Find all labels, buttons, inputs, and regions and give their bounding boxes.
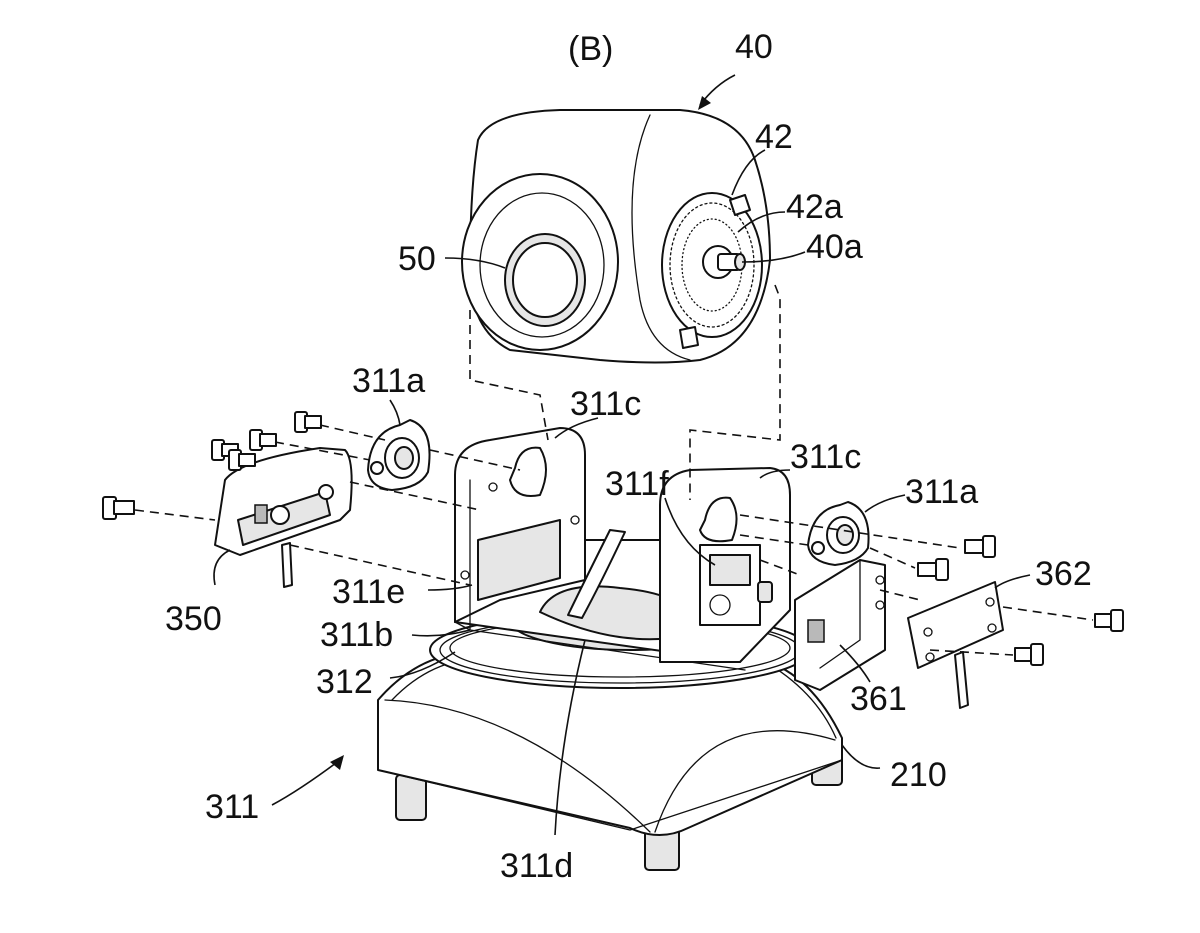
label-312: 312 bbox=[316, 663, 373, 701]
label-50: 50 bbox=[398, 240, 436, 278]
screw-2 bbox=[250, 430, 276, 450]
foot-left bbox=[396, 775, 426, 820]
bearing-311a-left bbox=[368, 420, 430, 490]
dash-right-5 bbox=[1003, 607, 1093, 620]
figure-label: (B) bbox=[568, 30, 613, 68]
label-311b: 311b bbox=[320, 616, 393, 654]
label-311c-right: 311c bbox=[790, 438, 861, 476]
arrowhead-311 bbox=[330, 755, 344, 770]
screw-1 bbox=[295, 412, 321, 432]
bearing-right-bore bbox=[837, 525, 853, 545]
bearing-left-bore bbox=[395, 447, 413, 469]
label-311a-right: 311a bbox=[905, 473, 978, 511]
label-311: 311 bbox=[205, 788, 259, 826]
label-311a-left: 311a bbox=[352, 362, 425, 400]
screw-8 bbox=[1095, 610, 1123, 631]
leader-362 bbox=[995, 575, 1030, 588]
label-40: 40 bbox=[735, 28, 773, 66]
label-311f: 311f bbox=[605, 465, 669, 503]
leader-350 bbox=[214, 550, 230, 585]
board-350-post bbox=[319, 485, 333, 499]
screw-6 bbox=[965, 536, 995, 557]
board-350-lead bbox=[282, 543, 292, 587]
mechanism-post bbox=[758, 582, 772, 602]
label-311e: 311e bbox=[332, 573, 405, 611]
screw-7 bbox=[918, 559, 948, 580]
leader-311a-right bbox=[865, 495, 905, 512]
panel-361 bbox=[795, 560, 885, 690]
leader-311a-left bbox=[390, 400, 400, 425]
arrow-311 bbox=[272, 760, 340, 805]
board-350-connector bbox=[271, 506, 289, 524]
encoder-tab-top bbox=[730, 195, 750, 215]
lens-glass bbox=[513, 243, 577, 317]
label-350: 350 bbox=[165, 600, 222, 638]
dash-board-screw bbox=[135, 510, 215, 520]
label-42: 42 bbox=[755, 118, 793, 156]
label-362: 362 bbox=[1035, 555, 1092, 593]
encoder-tab-bottom bbox=[680, 327, 698, 348]
arrowhead-40 bbox=[698, 96, 711, 110]
label-361: 361 bbox=[850, 680, 907, 718]
label-311c-left: 311c bbox=[570, 385, 641, 423]
label-40a: 40a bbox=[806, 228, 863, 266]
screw-4 bbox=[229, 450, 255, 470]
label-42a: 42a bbox=[786, 188, 843, 226]
screw-5 bbox=[103, 497, 134, 519]
panel-361-tab bbox=[808, 620, 824, 642]
camera-head-40 bbox=[462, 110, 770, 363]
bearing-right-lug bbox=[812, 542, 824, 554]
plate-362 bbox=[908, 582, 1003, 708]
leader-210 bbox=[842, 745, 880, 768]
label-311d: 311d bbox=[500, 847, 573, 885]
label-210: 210 bbox=[890, 756, 947, 794]
mechanism-block bbox=[710, 555, 750, 585]
board-350-component bbox=[255, 505, 267, 523]
bearing-left-lug bbox=[371, 462, 383, 474]
screw-9 bbox=[1015, 644, 1043, 665]
plate-362-lead bbox=[955, 652, 968, 708]
dash-screw-1 bbox=[320, 425, 385, 440]
